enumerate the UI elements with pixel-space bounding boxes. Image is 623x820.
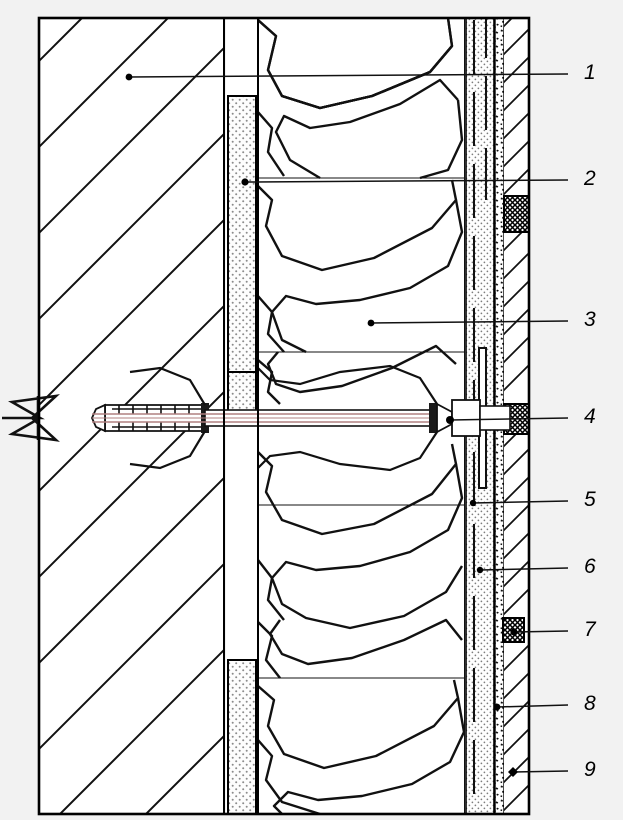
drawing-frame [37, 16, 531, 816]
callout-label-3: 3 [584, 308, 596, 331]
callout-label-6: 6 [584, 555, 596, 578]
insulation-anchor-screw [91, 364, 511, 472]
layer-adhesive-strip [226, 18, 258, 815]
callout-label-5: 5 [584, 488, 596, 511]
callout-label-8: 8 [584, 692, 596, 715]
callout-label-4: 4 [584, 405, 596, 428]
callout-label-7: 7 [584, 618, 596, 641]
callout-leaders [125, 73, 569, 777]
callout-label-2: 2 [584, 167, 596, 190]
callout-label-1: 1 [584, 61, 596, 84]
layer-separators [223, 18, 259, 814]
callout-label-9: 9 [584, 758, 596, 781]
